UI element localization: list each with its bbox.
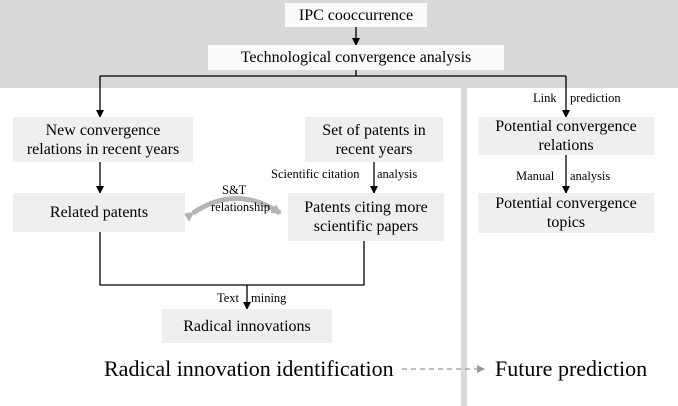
- text-label: Text: [217, 291, 240, 305]
- scientific-citation-label: Scientific citation: [271, 167, 360, 181]
- technological-convergence-box: Technological convergence analysis: [208, 45, 504, 70]
- mining-label: mining: [251, 291, 287, 305]
- panel-divider: [461, 88, 467, 406]
- merge-lines: [99, 232, 365, 286]
- potential-relations-box: Potential convergence relations: [478, 117, 654, 155]
- link-label: Link: [533, 91, 557, 105]
- ipc-cooccurrence-box: IPC cooccurrence: [285, 3, 427, 27]
- analysis-label-left: analysis: [377, 167, 418, 181]
- future-prediction-title: Future prediction: [495, 356, 648, 381]
- radical-innovation-identification-title: Radical innovation identification: [104, 356, 394, 381]
- patents-citing-papers-box: Patents citing more scientific papers: [288, 193, 444, 241]
- relationship-label: relationship: [211, 200, 271, 214]
- manual-label: Manual: [516, 169, 555, 183]
- prediction-label: prediction: [570, 91, 621, 105]
- analysis-label-right: analysis: [570, 169, 611, 183]
- related-patents-box: Related patents: [13, 193, 185, 232]
- st-relationship-arc: [183, 196, 282, 222]
- radical-innovations-box: Radical innovations: [162, 309, 332, 343]
- potential-topics-box: Potential convergence topics: [478, 193, 654, 233]
- st-label: S&T: [222, 183, 247, 197]
- set-of-patents-box: Set of patents in recent years: [305, 117, 443, 162]
- new-convergence-box: New convergence relations in recent year…: [13, 117, 193, 162]
